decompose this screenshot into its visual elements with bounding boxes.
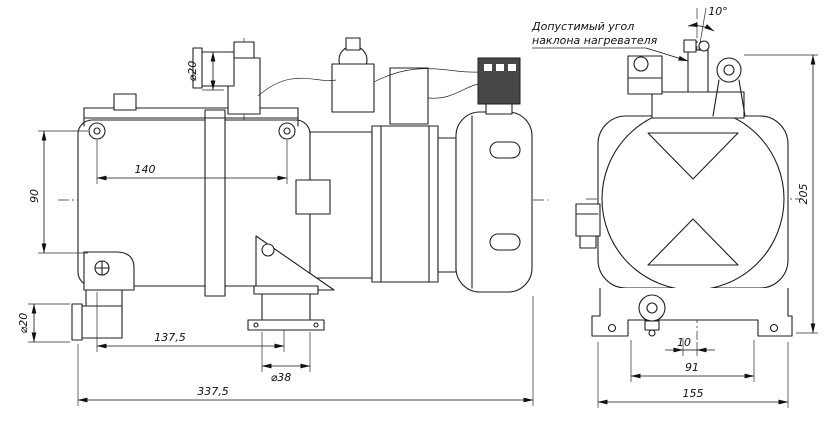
connector-pin — [508, 64, 516, 71]
mounting-foot — [83, 251, 135, 291]
note-leader — [645, 47, 689, 62]
end-cap — [455, 111, 533, 293]
strap-bolt-left-center — [93, 127, 101, 135]
pump-stem — [644, 320, 660, 331]
top-bolt-center — [723, 64, 735, 76]
end-cap-slot — [489, 233, 521, 251]
clamp-band — [204, 109, 226, 297]
dim-tilt-angle: 10° — [708, 5, 728, 18]
wire-harness — [257, 77, 337, 97]
tilt-note-line2: наклона нагревателя — [532, 34, 658, 47]
connector-pin — [484, 64, 492, 71]
stem-pin — [698, 40, 710, 52]
bottom-pipe-flange — [71, 303, 83, 341]
strap-clip — [113, 93, 137, 111]
pump-nipple — [345, 37, 361, 51]
coupling-ring — [437, 137, 457, 273]
gusset-bolt — [261, 243, 275, 257]
side-view — [58, 37, 548, 341]
wire-harness — [373, 68, 479, 83]
control-box — [389, 67, 429, 125]
end-cap-slot — [489, 141, 521, 159]
side-view-dimensions: ⌀20 140 90 ⌀20 137,5 ⌀38 337,5 — [17, 51, 534, 406]
pump-bolt — [648, 329, 656, 337]
side-bracket — [575, 203, 601, 237]
strap-bolt-right-center — [283, 127, 291, 135]
dim-bottom-pipe-diameter: ⌀20 — [17, 313, 30, 334]
mounting-strap — [83, 107, 299, 127]
dim-bolt-spacing: 140 — [135, 163, 156, 176]
top-plate — [651, 91, 745, 119]
top-pipe-elbow — [199, 51, 235, 87]
exhaust-pipe — [261, 293, 311, 321]
connector-latch — [485, 103, 513, 115]
end-view-dimensions: Допустимый угол наклона нагревателя 10° … — [531, 5, 818, 408]
top-pipe-nub — [233, 41, 255, 59]
top-wedge — [647, 132, 739, 180]
dim-overall-width: 155 — [683, 387, 704, 400]
wire-harness — [427, 83, 479, 99]
base-bracket — [591, 288, 793, 337]
exhaust-flange-bottom — [247, 319, 325, 331]
blower-section — [371, 125, 439, 283]
top-pipe-flange — [192, 47, 203, 89]
exhaust-flange-top — [253, 285, 319, 295]
dim-overall-height: 205 — [797, 184, 810, 205]
base-bolt-right — [769, 323, 779, 333]
bottom-wedge — [647, 218, 739, 266]
side-bracket-tab — [579, 235, 597, 249]
dim-side-height: 90 — [28, 189, 41, 203]
dim-pipe-to-exhaust: 137,5 — [154, 331, 186, 344]
exhaust-bolt — [313, 322, 319, 328]
bolt-support — [712, 79, 720, 117]
base-bolt-left — [607, 323, 617, 333]
exhaust-bolt — [253, 322, 259, 328]
tilt-note-line1: Допустимый угол — [531, 20, 634, 33]
bottom-pipe-elbow — [79, 305, 123, 339]
dim-overall-length: 337,5 — [197, 385, 229, 398]
dim-exhaust-offset: 10 — [677, 336, 691, 349]
stem-cap — [683, 39, 697, 53]
dim-top-pipe-diameter: ⌀20 — [186, 61, 199, 82]
bolt-support — [738, 79, 746, 117]
dim-mount-spacing: 91 — [685, 361, 699, 374]
clamp-screw — [633, 56, 649, 72]
middle-port — [295, 179, 331, 215]
angle-arc — [687, 22, 715, 32]
dim-exhaust-diameter: ⌀38 — [271, 371, 292, 384]
dosing-pump — [331, 63, 375, 113]
connector-pin — [496, 64, 504, 71]
end-view — [575, 7, 800, 340]
pump-port-center — [646, 302, 658, 314]
